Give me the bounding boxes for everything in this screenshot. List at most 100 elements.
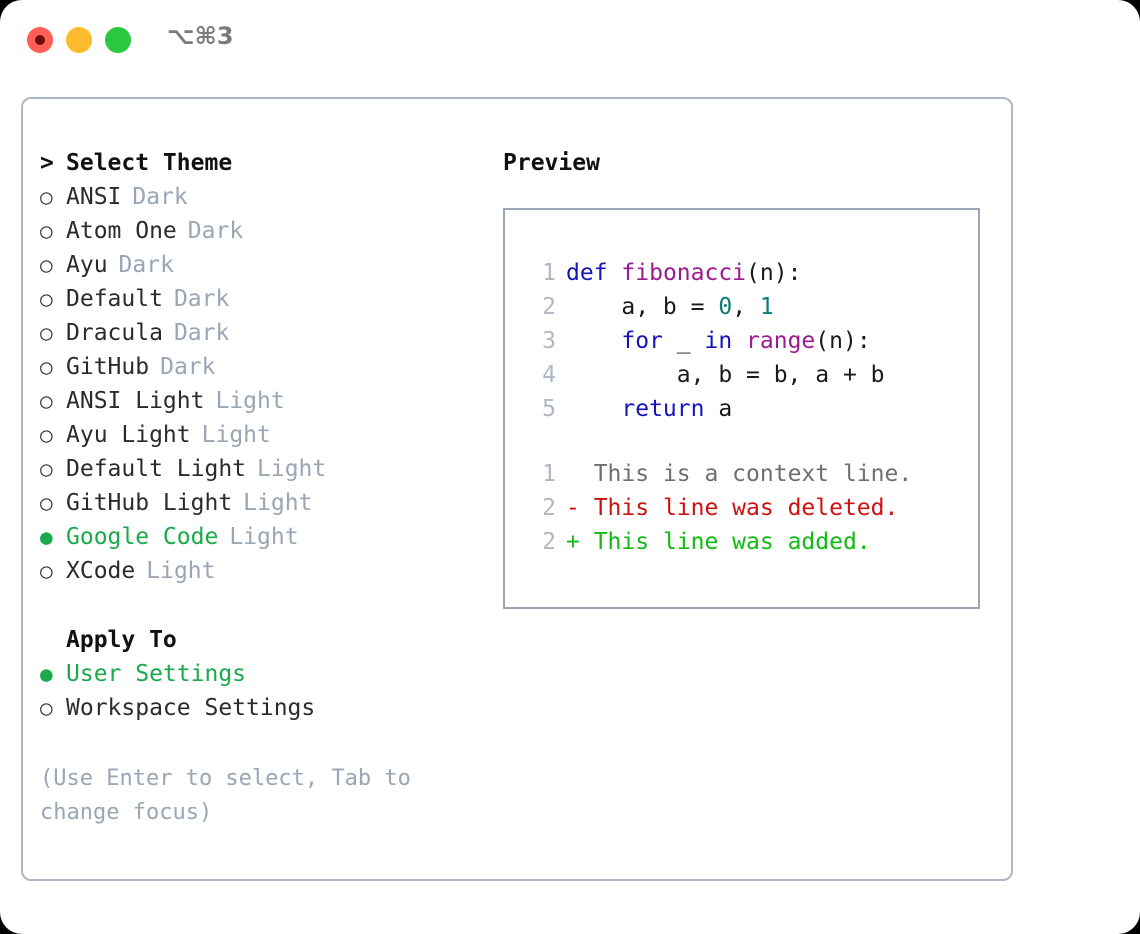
theme-item-label: Default Light <box>66 456 247 482</box>
code-token-kw: for <box>621 328 663 354</box>
select-theme-header: Select Theme <box>66 150 233 176</box>
theme-item-label: Ayu Light <box>66 422 191 448</box>
diff-line-content: + This line was added. <box>566 525 871 559</box>
apply-to-header: Apply To <box>66 627 177 653</box>
code-token-kw: in <box>704 328 733 354</box>
preview-spacer <box>505 426 978 457</box>
radio-unselected-icon[interactable]: ○ <box>40 219 53 243</box>
code-token-plain: a, b = b, a + b <box>566 362 885 388</box>
code-line-number: 1 <box>542 260 556 286</box>
prompt-caret-icon: > <box>40 150 54 176</box>
code-token-fn: range <box>746 328 816 354</box>
radio-unselected-icon[interactable]: ○ <box>40 185 53 209</box>
code-token-plain: _ <box>662 328 705 354</box>
diff-line-number: 2 <box>542 495 556 521</box>
code-line-number: 5 <box>542 396 556 422</box>
code-token-kw: def <box>566 260 608 286</box>
radio-selected-icon[interactable]: ● <box>40 662 53 686</box>
keyboard-hint-line-2: change focus) <box>40 800 213 825</box>
code-line-text: def fibonacci(n): <box>566 256 801 290</box>
diff-line-text: This line was added. <box>579 529 871 555</box>
diff-line-number: 1 <box>542 461 556 487</box>
theme-item-label: GitHub <box>66 354 150 380</box>
theme-item-tag: Dark <box>160 354 216 380</box>
theme-item-label: XCode <box>66 558 136 584</box>
radio-unselected-icon[interactable]: ○ <box>40 253 53 277</box>
theme-item-label: GitHub Light <box>66 490 233 516</box>
code-token-plain: (n): <box>815 328 871 354</box>
code-line-text: for _ in range(n): <box>566 324 871 358</box>
code-token-plain: a <box>704 396 733 422</box>
theme-list-item[interactable]: ○ XCode Light <box>40 554 470 588</box>
theme-item-tag: Light <box>257 456 327 482</box>
title-bar: ⌥⌘3 <box>0 0 1140 78</box>
radio-unselected-icon[interactable]: ○ <box>40 457 53 481</box>
theme-list-item[interactable]: ○ GitHub Dark <box>40 350 470 384</box>
code-token-plain: a, b = <box>566 294 719 320</box>
radio-unselected-icon[interactable]: ○ <box>40 389 53 413</box>
apply-to-item[interactable]: ● User Settings <box>40 657 470 691</box>
apply-to-list: ● User Settings ○Workspace Settings <box>40 657 470 725</box>
diff-sample: 1 This is a context line.2- This line wa… <box>505 457 978 559</box>
radio-unselected-icon[interactable]: ○ <box>40 355 53 379</box>
code-token-num: 0 <box>718 294 733 320</box>
theme-item-tag: Light <box>243 490 313 516</box>
diff-marker <box>566 461 580 487</box>
theme-item-tag: Dark <box>118 252 174 278</box>
theme-item-tag: Dark <box>173 320 230 346</box>
keyboard-hint: (Use Enter to select, Tab to change focu… <box>40 762 450 830</box>
code-line-number: 3 <box>542 328 556 354</box>
minimize-window-button[interactable] <box>66 27 92 53</box>
radio-unselected-icon[interactable]: ○ <box>40 491 53 515</box>
diff-marker: + <box>566 529 580 555</box>
diff-marker: - <box>566 495 580 521</box>
preview-title: Preview <box>503 150 600 176</box>
diff-line-text: This is a context line. <box>579 461 913 487</box>
diff-line: 1 This is a context line. <box>505 457 978 491</box>
code-line: 2 a, b = 0, 1 <box>505 290 978 324</box>
code-line: 1 def fibonacci(n): <box>505 256 978 290</box>
theme-list-item[interactable]: ○ Default Light Light <box>40 452 470 486</box>
code-line-number: 4 <box>542 362 556 388</box>
theme-item-label: Google Code <box>66 524 219 550</box>
radio-unselected-icon[interactable]: ○ <box>40 423 53 447</box>
recording-indicator-icon <box>35 35 45 45</box>
theme-list-item[interactable]: ○ Default Dark <box>40 282 470 316</box>
theme-item-tag: Dark <box>187 218 244 244</box>
code-token-plain: , <box>732 294 760 320</box>
radio-unselected-icon[interactable]: ○ <box>40 696 53 720</box>
code-line: 3 for _ in range(n): <box>505 324 978 358</box>
theme-list-item[interactable]: ○ GitHub Light Light <box>40 486 470 520</box>
radio-unselected-icon[interactable]: ○ <box>40 559 53 583</box>
theme-item-label: Default <box>66 286 163 312</box>
code-token-plain: (n): <box>746 260 802 286</box>
code-line-text: return a <box>566 392 732 426</box>
radio-selected-icon[interactable]: ● <box>40 525 53 549</box>
radio-unselected-icon[interactable]: ○ <box>40 287 53 311</box>
theme-list-item[interactable]: ○ Dracula Dark <box>40 316 470 350</box>
diff-line: 2- This line was deleted. <box>505 491 978 525</box>
apply-to-group: Apply To ● User Settings ○Workspace Settin… <box>40 623 470 725</box>
theme-item-label: ANSI Light <box>66 388 205 414</box>
code-token-plain <box>566 328 621 354</box>
theme-item-label: Dracula <box>66 320 163 346</box>
theme-item-tag: Light <box>146 558 216 584</box>
apply-to-item[interactable]: ○Workspace Settings <box>40 691 470 725</box>
diff-line-content: This is a context line. <box>566 457 913 491</box>
code-token-plain <box>732 328 746 354</box>
apply-to-item-label: User Settings <box>66 661 247 687</box>
maximize-window-button[interactable] <box>105 27 131 53</box>
keyboard-shortcut-label: ⌥⌘3 <box>167 22 234 50</box>
theme-item-tag: Dark <box>173 286 230 312</box>
radio-unselected-icon[interactable]: ○ <box>40 321 53 345</box>
